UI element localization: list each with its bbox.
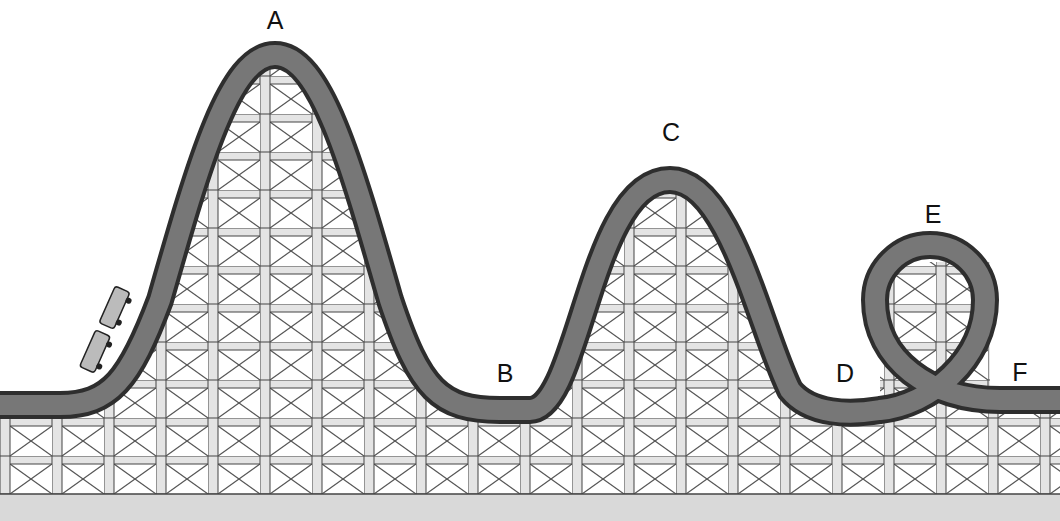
point-label: E xyxy=(925,202,942,227)
track xyxy=(0,55,1060,413)
support-lattice xyxy=(0,40,1060,495)
point-label: C xyxy=(662,120,680,145)
point-label: D xyxy=(836,361,854,386)
ground xyxy=(0,494,1060,521)
point-label: A xyxy=(267,8,284,33)
point-label: F xyxy=(1012,360,1027,385)
point-label: B xyxy=(497,361,514,386)
coaster-car xyxy=(80,286,135,375)
